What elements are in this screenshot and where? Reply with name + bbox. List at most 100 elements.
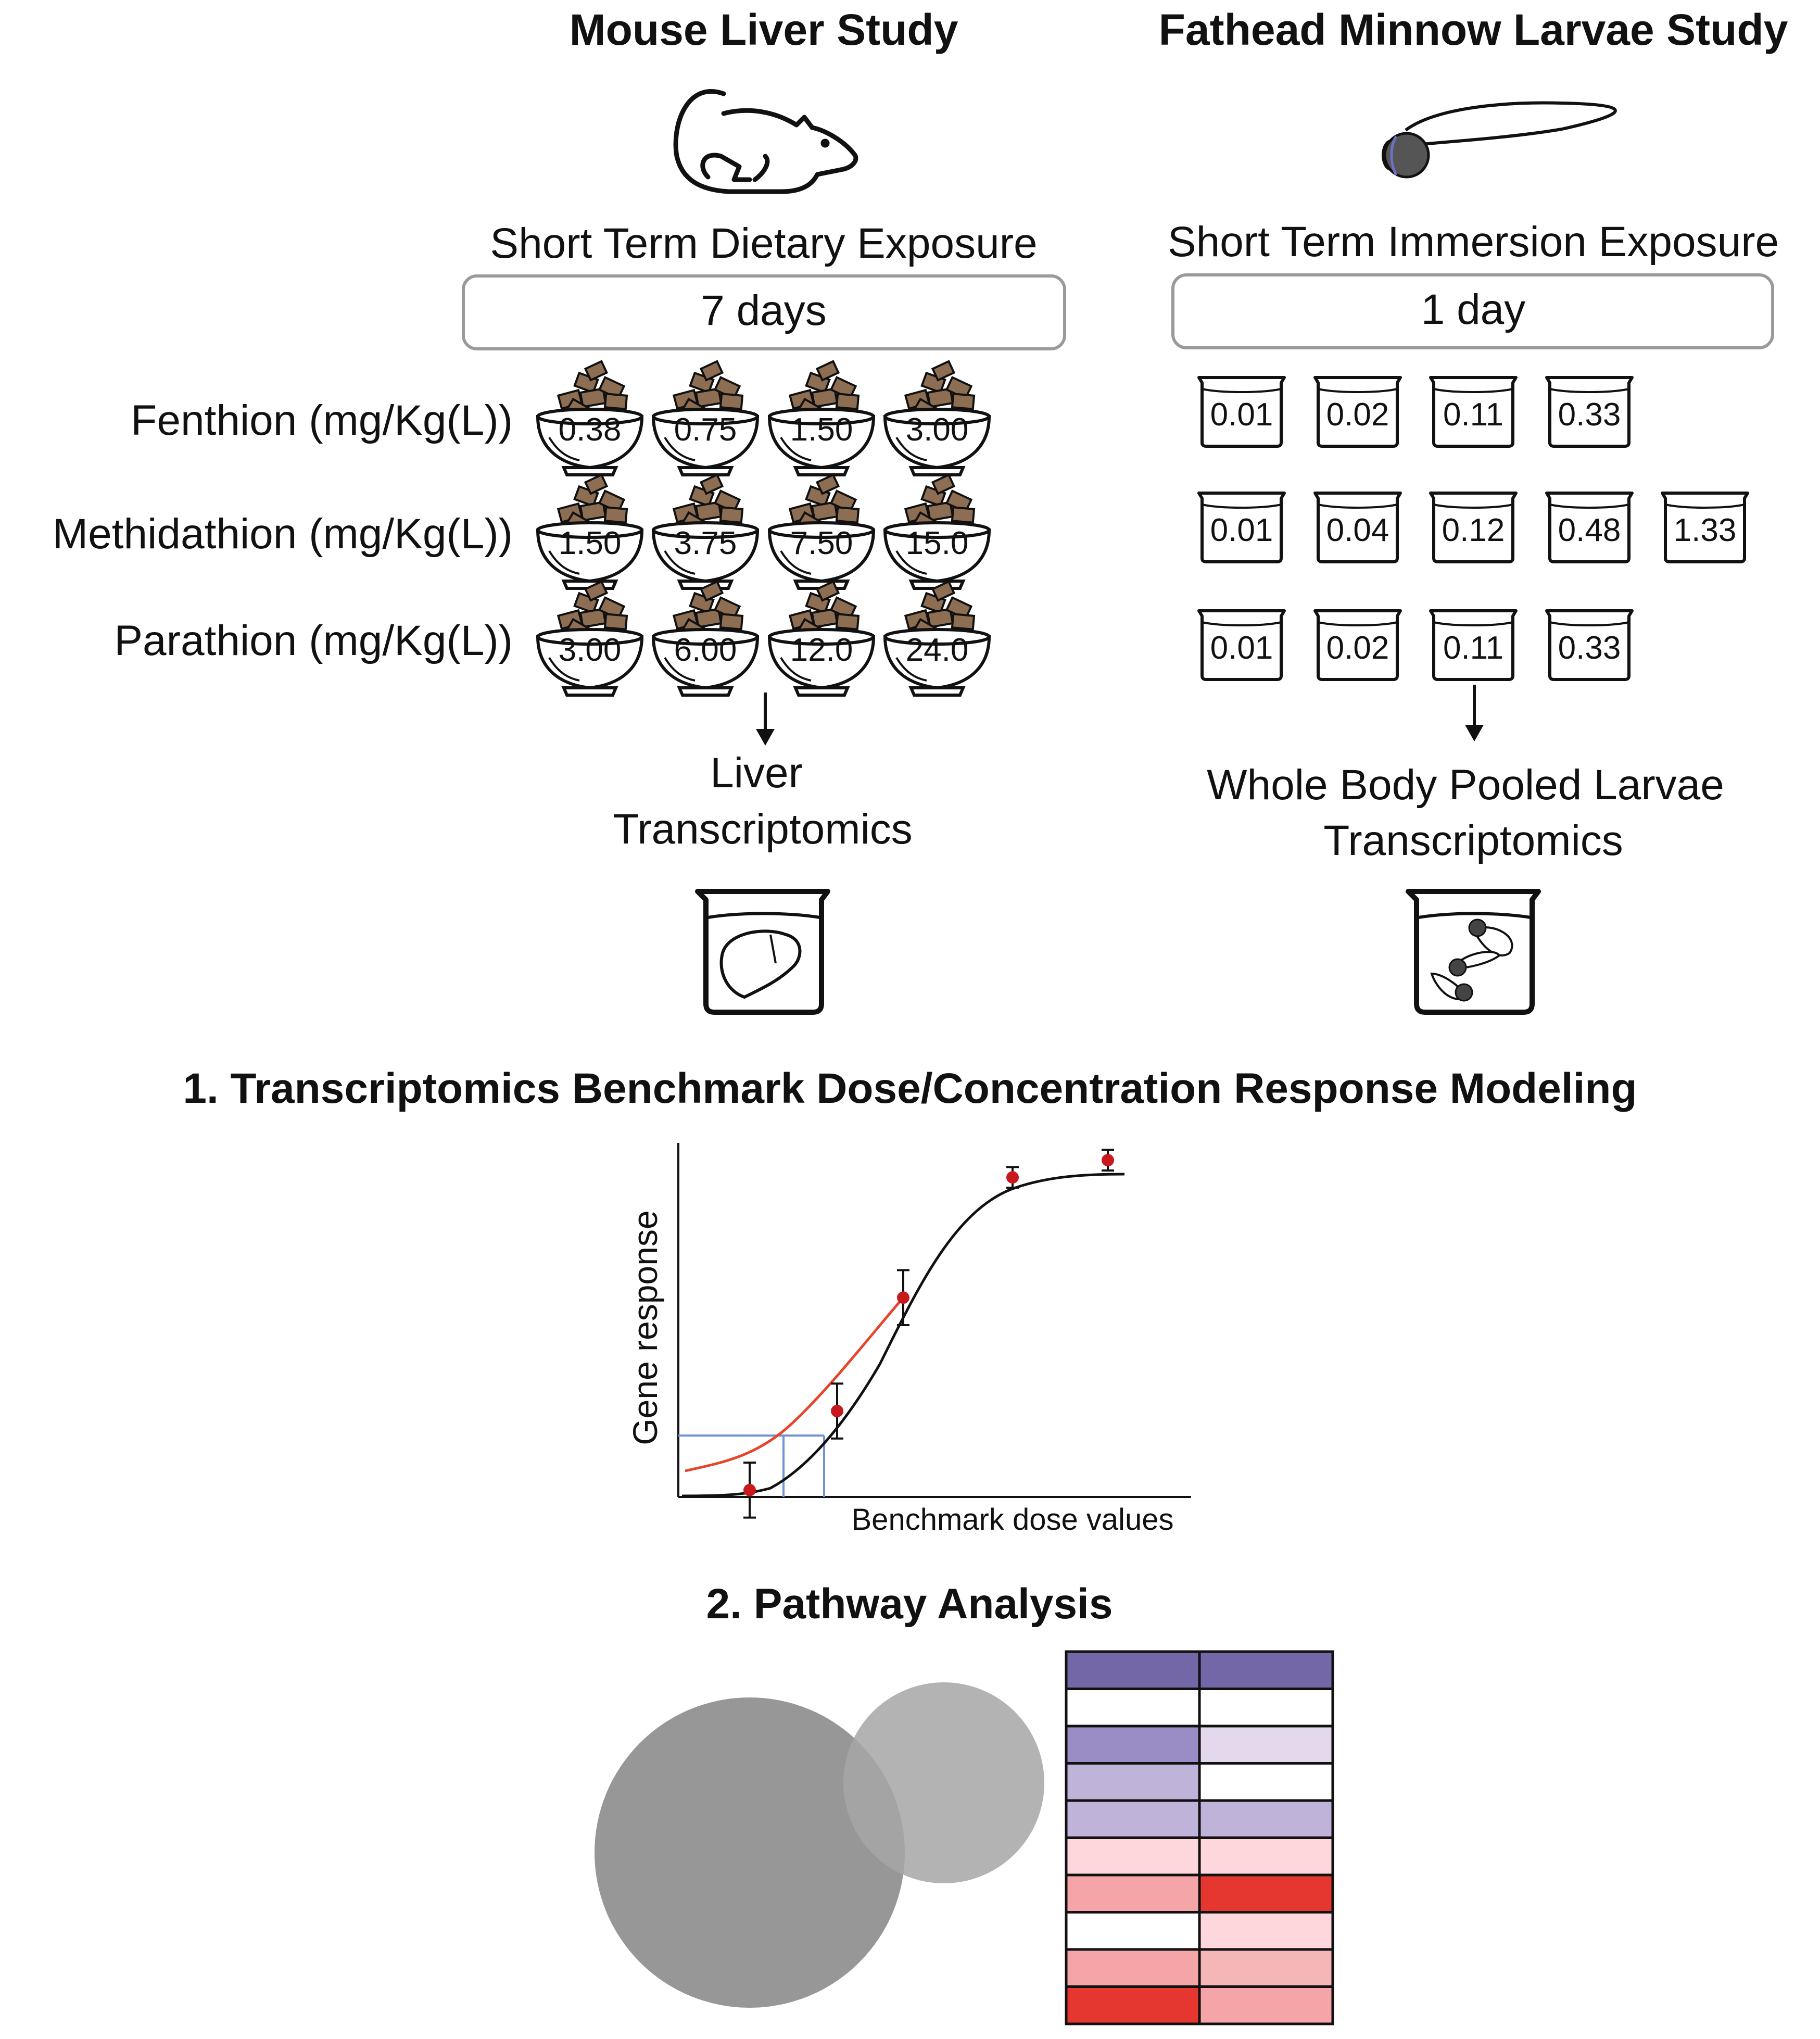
chow-bowl-icon: 0.38 [538, 361, 642, 475]
chow-bowl-icon: 3.00 [538, 582, 642, 695]
fish-down-arrow [1465, 685, 1484, 741]
fish-dose-value: 0.01 [1210, 512, 1273, 548]
liver-beaker-icon [695, 889, 830, 1015]
mouse-dose-value: 3.00 [906, 412, 969, 448]
chow-bowl-icon: 1.50 [769, 361, 874, 475]
mouse-dose-value: 24.0 [906, 632, 969, 668]
chart-y-label: Gene response [626, 1210, 664, 1445]
chart-x-label: Benchmark dose values [852, 1503, 1174, 1537]
chow-bowl-icon: 24.0 [885, 582, 989, 695]
fish-study-title: Fathead Minnow Larvae Study [1159, 5, 1788, 54]
fish-dose-value: 0.02 [1326, 630, 1389, 666]
fish-duration-box [1171, 273, 1774, 349]
chow-bowl-icon: 6.00 [653, 582, 757, 695]
heatmap-cell [1198, 1836, 1334, 1877]
mouse-duration-box [462, 274, 1066, 350]
fish-exposure-label: Short Term Immersion Exposure [1168, 218, 1779, 266]
mouse-output-line1: Liver [710, 749, 803, 797]
mouse-row-label: Methidathion (mg/Kg(L)) [53, 510, 513, 558]
beaker-icon: 0.33 [1547, 377, 1632, 446]
heatmap-cell [1198, 1911, 1334, 1951]
venn-circle-large [595, 1697, 905, 2008]
heatmap-cell [1198, 1985, 1334, 2025]
mouse-dose-value: 1.50 [559, 525, 622, 561]
mouse-dose-value: 0.75 [674, 412, 737, 448]
larvae-beaker-icon [1406, 889, 1541, 1015]
fish-dose-value: 0.48 [1558, 512, 1621, 548]
chart-point [897, 1269, 909, 1326]
beaker-icon: 0.02 [1315, 377, 1400, 446]
mouse-dose-value: 12.0 [790, 632, 853, 668]
fish-dose-value: 0.02 [1326, 397, 1389, 433]
mouse-output-line2: Transcriptomics [613, 805, 913, 853]
venn-diagram [595, 1682, 1044, 2008]
section1-title: 1. Transcriptomics Benchmark Dose/Concen… [183, 1065, 1637, 1112]
bmd-chart: Gene response Benchmark dose values [626, 1143, 1191, 1537]
chow-bowl-icon: 0.75 [653, 361, 757, 475]
fish-output-line1: Whole Body Pooled Larvae [1207, 761, 1724, 809]
mouse-dose-value: 6.00 [674, 632, 737, 668]
pathway-heatmap [1065, 1650, 1334, 2025]
heatmap-cell [1198, 1762, 1334, 1802]
fish-dose-value: 0.01 [1210, 397, 1273, 433]
heatmap-cell [1065, 1873, 1201, 1914]
heatmap-cell [1065, 1799, 1201, 1839]
fish-dose-value: 0.11 [1443, 397, 1503, 433]
heatmap-cell [1198, 1650, 1334, 1690]
mouse-duration: 7 days [701, 287, 827, 334]
heatmap-cell [1065, 1948, 1201, 1988]
fish-dose-value: 0.01 [1210, 630, 1273, 666]
heatmap-cell [1065, 1650, 1201, 1690]
bmd-reference-lines [678, 1434, 825, 1497]
alternate-fit-curve [685, 1300, 902, 1472]
mouse-row-label: Parathion (mg/Kg(L)) [114, 617, 513, 664]
mouse-down-arrow [756, 693, 775, 746]
beaker-icon: 0.11 [1431, 377, 1516, 446]
heatmap-cell [1065, 1688, 1201, 1728]
mouse-icon [673, 89, 858, 194]
chart-point [1102, 1149, 1114, 1172]
chow-bowl-icon: 15.0 [885, 475, 989, 588]
dose-response-fit-curve [681, 1173, 1125, 1497]
mouse-study-title: Mouse Liver Study [570, 5, 958, 54]
beaker-icon: 0.01 [1199, 493, 1284, 562]
mouse-exposure-label: Short Term Dietary Exposure [490, 220, 1037, 267]
chart-point [831, 1382, 843, 1440]
section2-title: 2. Pathway Analysis [706, 1580, 1113, 1628]
fish-duration: 1 day [1421, 286, 1526, 333]
heatmap-cell [1065, 1911, 1201, 1951]
mouse-dose-value: 0.38 [559, 412, 622, 448]
mouse-dose-value: 3.00 [559, 632, 622, 668]
fish-dose-value: 0.11 [1443, 630, 1503, 666]
fish-output-line2: Transcriptomics [1323, 817, 1623, 864]
heatmap-cell [1198, 1688, 1334, 1728]
chow-bowl-icon: 1.50 [538, 475, 642, 588]
heatmap-cell [1198, 1799, 1334, 1839]
fish-dose-value: 0.33 [1558, 630, 1621, 666]
chow-bowl-icon: 3.00 [885, 361, 989, 475]
fish-dose-value: 0.33 [1558, 397, 1621, 433]
heatmap-cell [1065, 1985, 1201, 2025]
fish-dose-value: 1.33 [1674, 512, 1737, 548]
beaker-icon: 0.33 [1547, 611, 1632, 679]
chart-points [743, 1149, 1114, 1519]
mouse-dose-value: 7.50 [790, 525, 853, 561]
beaker-icon: 0.02 [1315, 611, 1400, 679]
beaker-icon: 0.11 [1431, 611, 1516, 679]
heatmap-cell [1065, 1836, 1201, 1877]
mouse-dose-value: 15.0 [906, 525, 969, 561]
beaker-icon: 0.01 [1199, 611, 1284, 679]
chart-point [1006, 1166, 1019, 1189]
mouse-row-label: Fenthion (mg/Kg(L)) [131, 397, 513, 444]
heatmap-cell [1198, 1725, 1334, 1765]
fish-larva-icon [1382, 101, 1617, 179]
chart-point [743, 1462, 756, 1519]
heatmap-cell [1198, 1948, 1334, 1988]
beaker-icon: 0.12 [1431, 493, 1516, 562]
beaker-icon: 0.48 [1547, 493, 1632, 562]
heatmap-cell [1065, 1725, 1201, 1765]
beaker-icon: 1.33 [1662, 493, 1748, 562]
